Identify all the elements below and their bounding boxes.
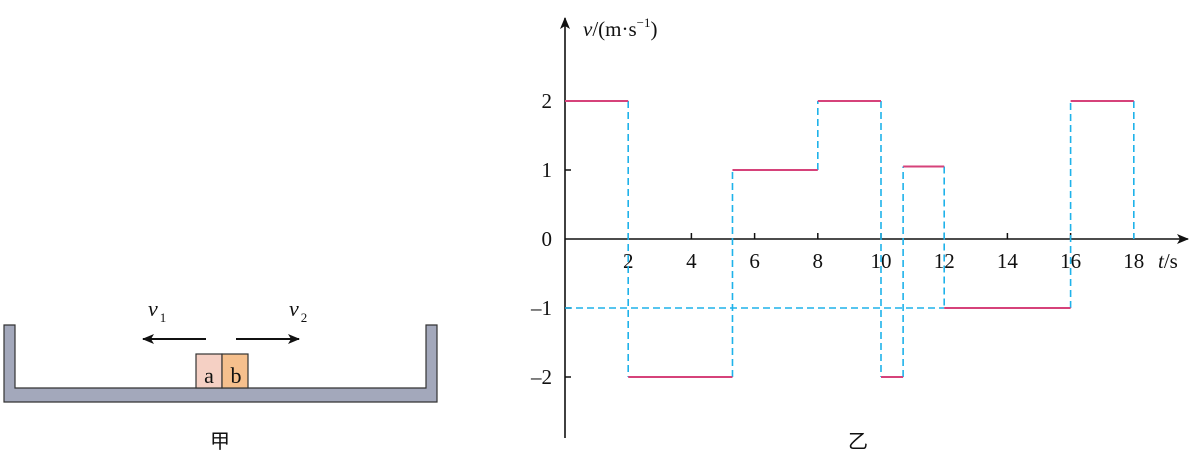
y-tick-label: 2 <box>542 89 553 113</box>
x-tick-label: 4 <box>686 249 697 273</box>
caption-a: 甲 <box>210 431 230 453</box>
y-tick-label: –1 <box>530 296 552 320</box>
x-axis-label: t/s <box>1158 249 1178 273</box>
y-tick-label: 1 <box>542 158 553 182</box>
block-a-label: a <box>204 363 214 388</box>
x-tick-label: 18 <box>1123 249 1144 273</box>
caption-b: 乙 <box>848 431 868 453</box>
x-tick-label: 8 <box>813 249 824 273</box>
y-tick-label: 0 <box>542 227 553 251</box>
x-tick-label: 14 <box>997 249 1019 273</box>
y-axis-label: v/(m·s−1) <box>583 15 658 41</box>
block-b <box>221 353 249 389</box>
x-tick-label: 6 <box>749 249 760 273</box>
block-b-label: b <box>231 363 242 388</box>
container <box>3 324 438 403</box>
y-tick-label: –2 <box>530 365 552 389</box>
